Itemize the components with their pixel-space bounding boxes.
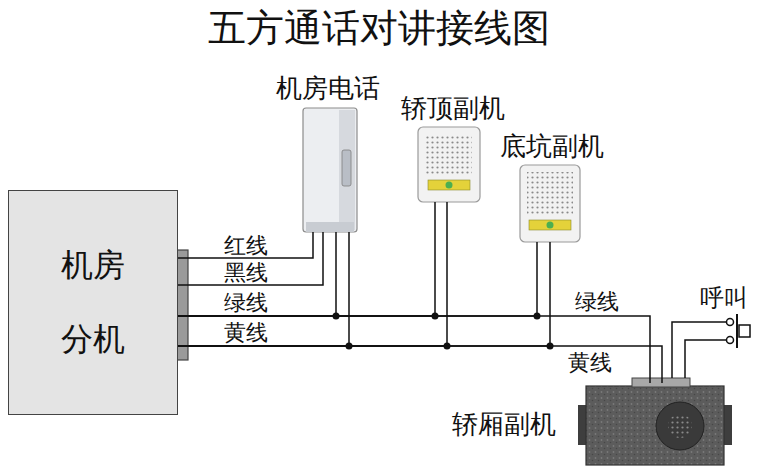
car-speaker-center (668, 414, 692, 438)
node-label: 轿厢副机 (452, 410, 556, 439)
speaker-grille (426, 134, 472, 176)
wire (178, 232, 349, 346)
junction-dot (444, 343, 451, 350)
phone-node: 机房电话 (262, 74, 394, 232)
call-terminal (727, 319, 734, 326)
pit-node: 底坑副机 (490, 132, 614, 242)
node-label: 轿顶副机 (392, 94, 514, 123)
call-wire (672, 322, 727, 378)
wire-color-label: 绿线 (224, 292, 268, 314)
wire (178, 232, 323, 285)
unit-button (547, 222, 554, 229)
phone-body (303, 108, 357, 232)
wire-color-label: 红线 (224, 235, 268, 257)
call-button (672, 314, 750, 378)
node-label: 机房电话 (262, 74, 394, 103)
junction-dot (547, 343, 554, 350)
unit-sticker (428, 180, 470, 190)
junction-dot (333, 313, 340, 320)
phone-window (342, 150, 351, 186)
unit-body (520, 165, 580, 242)
junction-dot (346, 343, 353, 350)
wire-color-label: 黑线 (224, 262, 268, 284)
car-top-unit (418, 127, 480, 202)
speaker-grille (527, 172, 573, 216)
wire (178, 232, 336, 316)
wire-color-label: 黄线 (224, 322, 268, 344)
phone-base (306, 222, 354, 232)
call-label: 呼叫 (700, 286, 748, 310)
wire-color-label: 黄线 (568, 352, 612, 374)
car-unit (578, 378, 732, 465)
wire (178, 316, 650, 383)
car-node: 轿厢副机 (452, 383, 734, 465)
wire (178, 202, 447, 346)
call-switch (736, 314, 738, 348)
wire-color-label: 绿线 (575, 291, 619, 313)
car-terminal (632, 378, 690, 387)
node-label: 底坑副机 (490, 132, 614, 161)
junction-dot (534, 313, 541, 320)
junction-dot (432, 313, 439, 320)
call-wire (685, 340, 727, 378)
phone-side (339, 110, 355, 230)
call-terminal (727, 337, 734, 344)
wire (178, 346, 662, 383)
unit-button (446, 182, 453, 189)
car-unit-body (586, 386, 724, 465)
main-unit-box: 机房 分机 (8, 190, 178, 415)
wire (178, 232, 313, 258)
wire (178, 242, 550, 346)
wire (178, 202, 435, 316)
call-push (739, 325, 750, 337)
car-top-node: 轿顶副机 (392, 94, 514, 202)
machine-room-phone (303, 108, 357, 232)
unit-sticker (529, 220, 571, 230)
diagram-title: 五方通话对讲接线图 (208, 8, 550, 50)
node-label: 机房 分机 (56, 229, 130, 376)
pit-unit (520, 165, 580, 242)
unit-body (418, 127, 480, 202)
car-speaker (656, 402, 704, 450)
